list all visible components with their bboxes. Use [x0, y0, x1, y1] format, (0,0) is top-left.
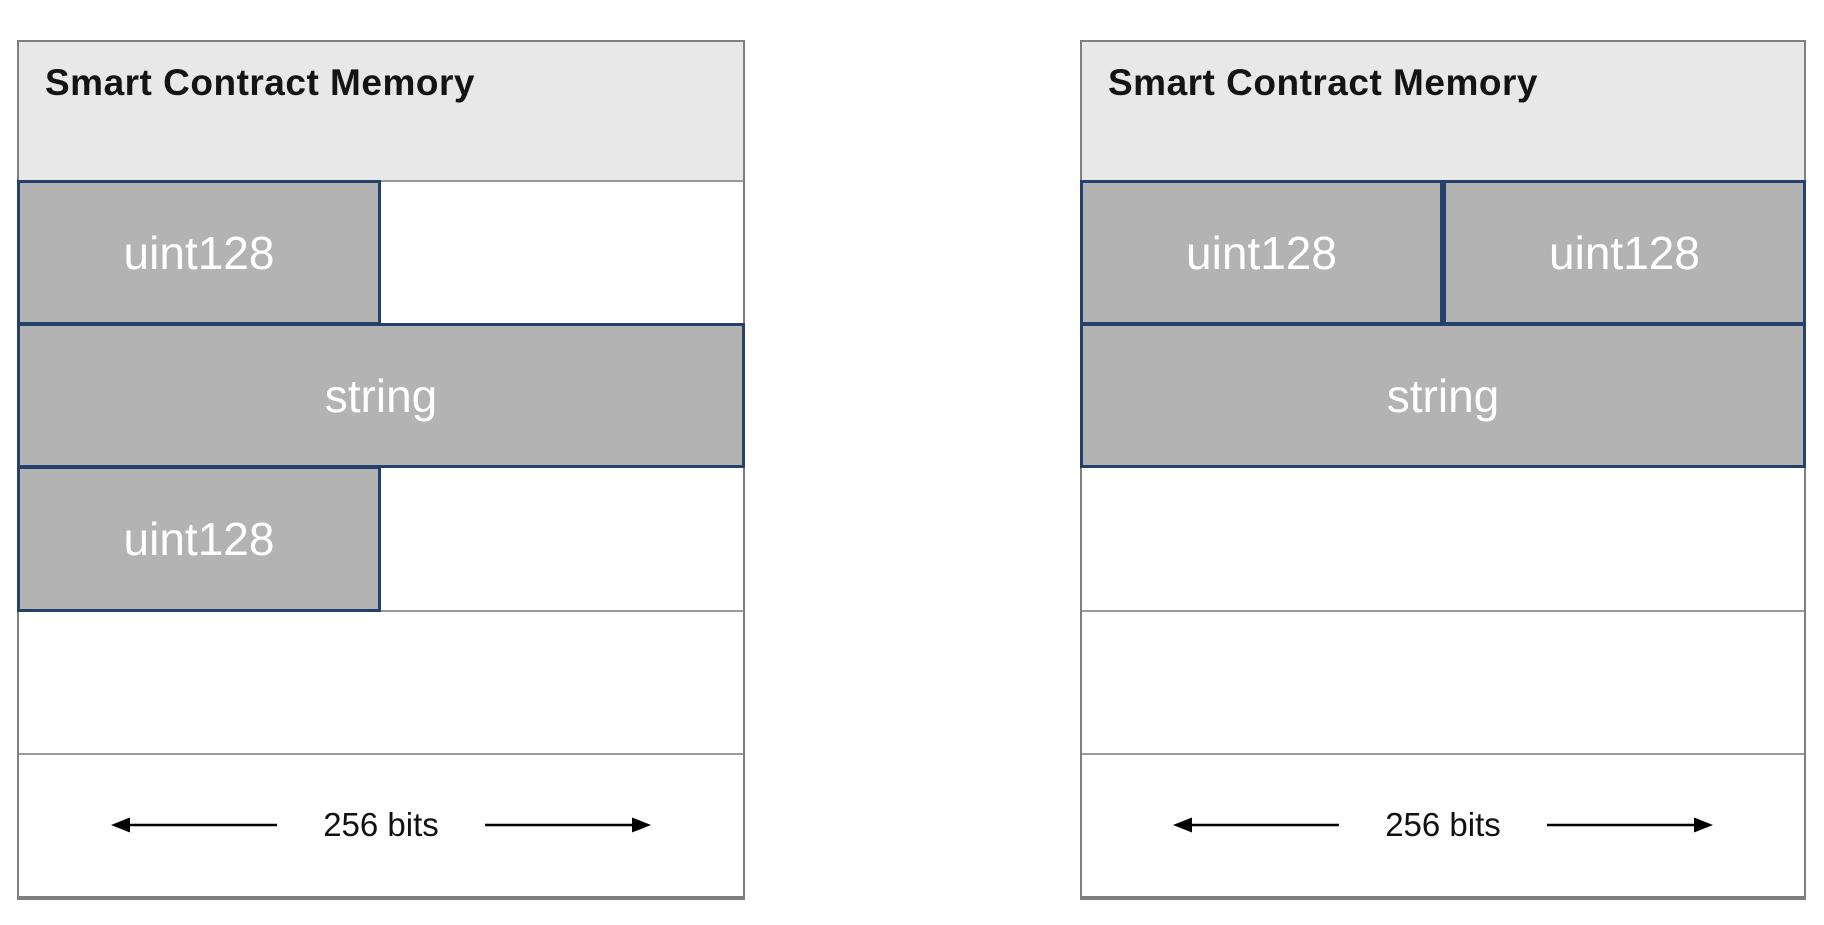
panel-title: Smart Contract Memory — [1108, 62, 1538, 103]
memory-block-string: string — [1080, 323, 1806, 469]
memory-panel-packed: Smart Contract Memory uint128 uint128 st… — [1080, 40, 1806, 900]
memory-panel-unpacked: Smart Contract Memory uint128 string uin… — [17, 40, 745, 900]
memory-slot-row-3-empty — [1082, 609, 1804, 753]
memory-block-string: string — [17, 323, 745, 469]
memory-slot-row-1: string — [17, 323, 745, 469]
panel-header: Smart Contract Memory — [19, 42, 743, 180]
memory-block-label: uint128 — [123, 226, 275, 279]
memory-slot-row-2: uint128 — [17, 466, 743, 612]
arrow-right-icon — [1546, 817, 1713, 833]
bit-width-label: 256 bits — [323, 806, 439, 844]
memory-slot-row-2-empty — [1082, 466, 1804, 610]
memory-block-label: uint128 — [123, 513, 275, 565]
bit-width-label: 256 bits — [1385, 806, 1501, 844]
memory-block-label: uint128 — [1186, 226, 1337, 279]
bit-width-scale-row: 256 bits — [1082, 752, 1804, 897]
memory-block-label: string — [1386, 369, 1500, 422]
memory-block-uint128: uint128 — [17, 180, 381, 326]
panel-header: Smart Contract Memory — [1082, 42, 1804, 180]
memory-slot-row-0: uint128 — [17, 180, 743, 326]
arrow-left-icon — [1173, 817, 1340, 833]
memory-block-label: uint128 — [1549, 226, 1700, 279]
memory-block-uint128: uint128 — [1080, 180, 1443, 326]
arrow-left-icon — [111, 817, 278, 833]
memory-block-uint128: uint128 — [1443, 180, 1806, 326]
arrow-right-icon — [484, 817, 651, 833]
memory-block-uint128: uint128 — [17, 466, 381, 612]
memory-slot-row-1: string — [1080, 323, 1806, 469]
bit-width-scale-row: 256 bits — [19, 752, 743, 897]
memory-slot-row-3-empty — [19, 609, 743, 753]
memory-block-label: string — [324, 369, 438, 422]
memory-slot-row-0: uint128 uint128 — [1080, 180, 1806, 326]
panel-title: Smart Contract Memory — [45, 62, 475, 103]
